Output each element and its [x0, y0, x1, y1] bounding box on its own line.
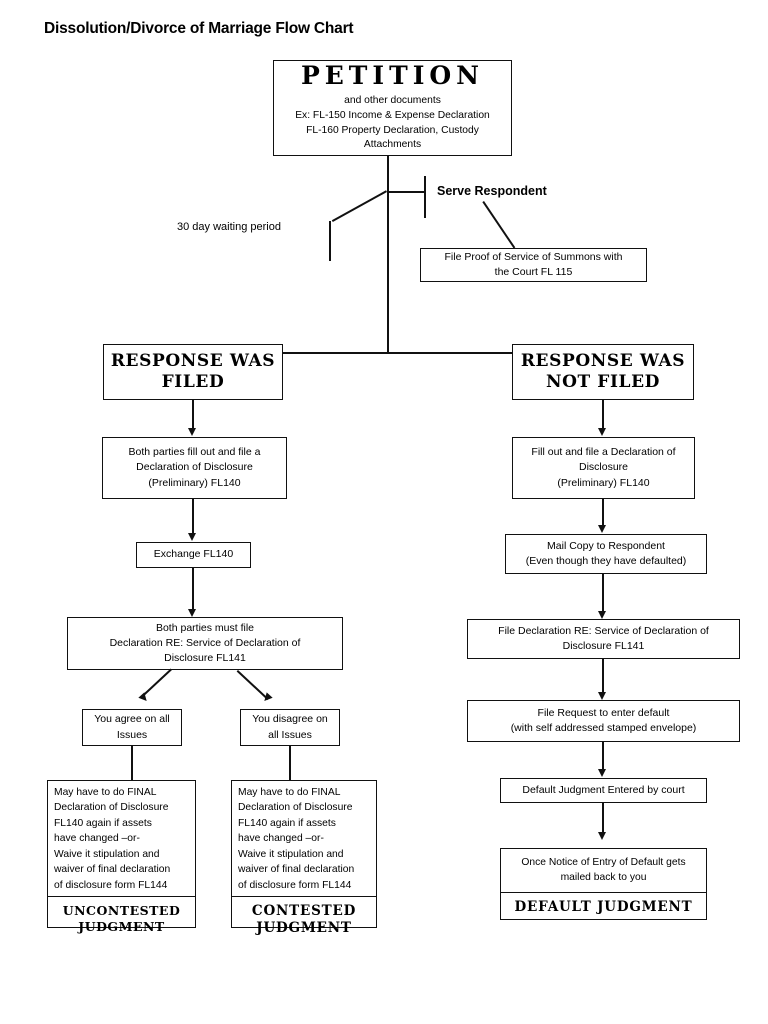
- connector-split-horizontal: [103, 352, 693, 354]
- connector-right-2: [602, 499, 604, 526]
- connector-serve-respondent: [387, 191, 425, 193]
- connector-right-6: [602, 803, 604, 833]
- tick-waiting-period: [329, 221, 331, 261]
- node-exchange-fl140: Exchange FL140: [136, 542, 251, 568]
- node-mail-copy: Mail Copy to Respondent (Even though the…: [505, 534, 707, 574]
- node-contested-judgment: May have to do FINAL Declaration of Disc…: [231, 780, 377, 936]
- arrow-right-4: [598, 692, 606, 700]
- connector-left-3: [192, 568, 194, 610]
- node-petition: PETITION and other documents Ex: FL-150 …: [273, 60, 512, 156]
- node-agree: You agree on all Issues: [82, 709, 182, 746]
- petition-heading: PETITION: [300, 61, 485, 91]
- connector-right-4: [602, 659, 604, 693]
- node-default-judgment: Once Notice of Entry of Default gets mai…: [500, 848, 707, 920]
- uncontested-divider: [48, 896, 195, 898]
- node-both-parties-disclosure: Both parties fill out and file a Declara…: [102, 437, 287, 499]
- uncontested-body: May have to do FINAL Declaration of Disc…: [54, 787, 171, 891]
- default-judgment-body: Once Notice of Entry of Default gets mai…: [521, 857, 686, 883]
- page-title: Dissolution/Divorce of Marriage Flow Cha…: [44, 20, 354, 37]
- connector-left-2: [192, 499, 194, 534]
- connector-agree-down: [131, 746, 133, 780]
- arrow-to-agree: [138, 692, 150, 704]
- contested-body: May have to do FINAL Declaration of Disc…: [238, 787, 355, 891]
- label-serve-respondent: Serve Respondent: [437, 184, 547, 198]
- arrow-right-5: [598, 769, 606, 777]
- arrow-left-1: [188, 428, 196, 436]
- connector-right-3: [602, 574, 604, 612]
- arrow-right-1: [598, 428, 606, 436]
- node-fill-out-disclosure: Fill out and file a Declaration of Discl…: [512, 437, 695, 499]
- node-proof-of-service: File Proof of Service of Summons with th…: [420, 248, 647, 282]
- arrow-left-3: [188, 609, 196, 617]
- default-judgment-label: DEFAULT JUDGMENT: [514, 898, 693, 915]
- node-disagree: You disagree on all Issues: [240, 709, 340, 746]
- contested-judgment-label: CONTESTED JUDGMENT: [251, 903, 357, 936]
- arrow-left-2: [188, 533, 196, 541]
- arrow-right-2: [598, 525, 606, 533]
- connector-left-1: [192, 400, 194, 429]
- connector-waiting-period: [331, 190, 387, 223]
- node-file-declaration-re: File Declaration RE: Service of Declarat…: [467, 619, 740, 659]
- connector-right-1: [602, 400, 604, 429]
- node-response-not-filed: RESPONSE WAS NOT FILED: [512, 344, 694, 400]
- connector-right-5: [602, 742, 604, 770]
- node-both-parties-must-file: Both parties must file Declaration RE: S…: [67, 617, 343, 670]
- response-filed-text: RESPONSE WAS FILED: [110, 350, 276, 392]
- arrow-right-6: [598, 832, 606, 840]
- petition-subtext: and other documents Ex: FL-150 Income & …: [295, 95, 490, 151]
- arrow-right-3: [598, 611, 606, 619]
- default-judgment-divider: [501, 891, 706, 893]
- connector-proof-of-service: [482, 201, 516, 249]
- connector-petition-stem: [387, 156, 389, 353]
- tick-serve-respondent: [424, 176, 426, 218]
- label-waiting-period: 30 day waiting period: [177, 221, 281, 233]
- contested-divider: [232, 896, 376, 898]
- uncontested-judgment-label: UNCONTESTED JUDGMENT: [62, 903, 181, 934]
- node-file-request-default: File Request to enter default (with self…: [467, 700, 740, 742]
- node-response-filed: RESPONSE WAS FILED: [103, 344, 283, 400]
- connector-disagree-down: [289, 746, 291, 780]
- response-not-filed-text: RESPONSE WAS NOT FILED: [520, 350, 686, 392]
- node-default-entered: Default Judgment Entered by court: [500, 778, 707, 803]
- node-uncontested-judgment: May have to do FINAL Declaration of Disc…: [47, 780, 196, 934]
